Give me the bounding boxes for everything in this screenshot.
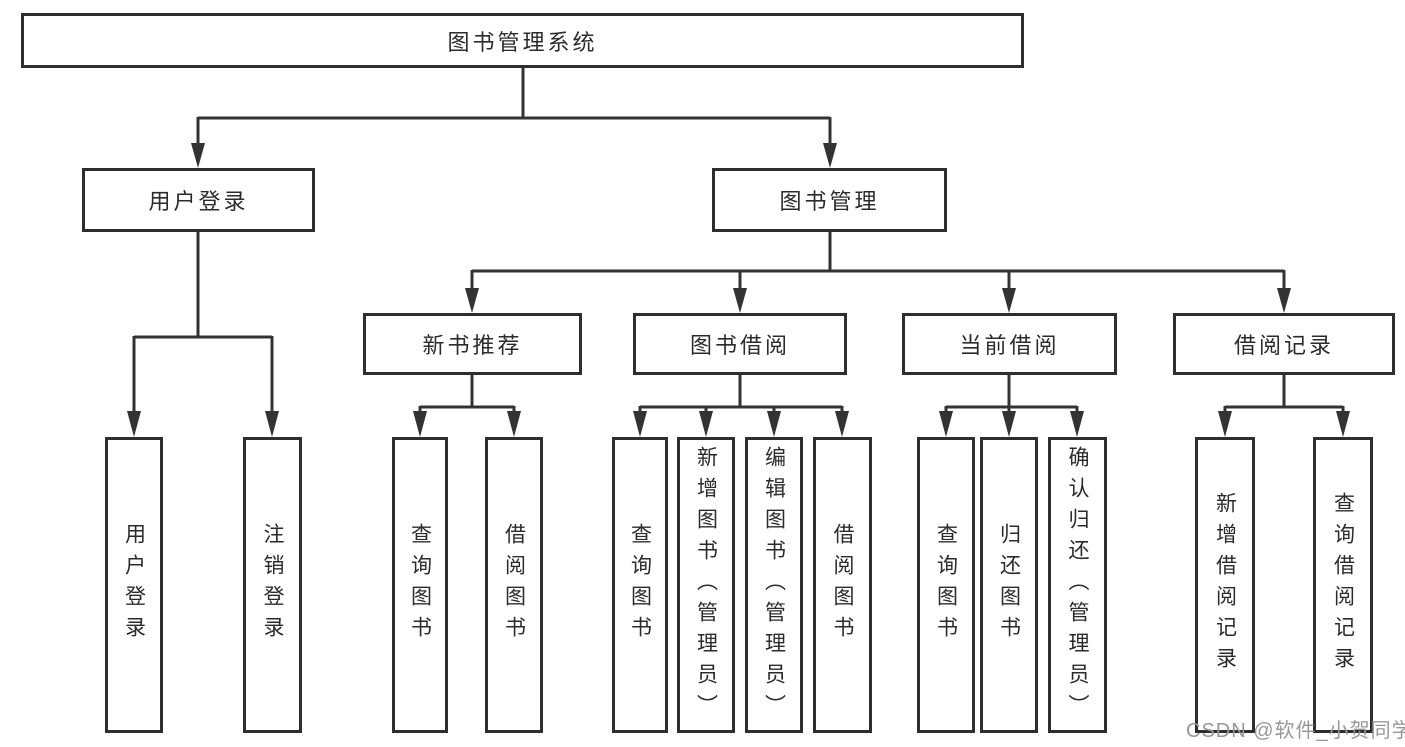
leaf-logout-label: 注销登录 — [261, 523, 284, 647]
leaf-edit-books-admin: 编辑图书（管理员） — [745, 437, 803, 733]
node-user-login-label: 用户登录 — [148, 189, 249, 214]
watermark-text: CSDN @软件_小贺同学 — [1186, 720, 1405, 742]
leaf-add-borrow-record-label: 新增借阅记录 — [1213, 492, 1237, 678]
node-root-label: 图书管理系统 — [447, 29, 598, 55]
leaf-query-borrow-record-label: 查询借阅记录 — [1331, 492, 1355, 678]
arrowheads — [127, 143, 1350, 437]
leaf-borrow-books: 借阅图书 — [813, 437, 872, 733]
leaf-query-books-recommend-label: 查询图书 — [408, 523, 432, 647]
leaf-add-books-admin: 新增图书（管理员） — [677, 437, 735, 733]
leaf-query-books-borrowing: 查询图书 — [612, 437, 668, 733]
leaf-query-books-borrowing-label: 查询图书 — [628, 523, 652, 647]
leaf-return-books: 归还图书 — [980, 437, 1038, 733]
leaf-query-books-current: 查询图书 — [917, 437, 975, 733]
leaf-borrow-books-recommend-label: 借阅图书 — [502, 523, 526, 647]
leaf-user-login-label: 用户登录 — [122, 523, 146, 647]
node-root: 图书管理系统 — [21, 13, 1024, 68]
node-user-login: 用户登录 — [82, 168, 315, 232]
leaf-logout: 注销登录 — [243, 437, 302, 733]
leaf-confirm-return-admin: 确认归还（管理员） — [1048, 437, 1107, 733]
leaf-edit-books-admin-label: 编辑图书（管理员） — [762, 445, 786, 725]
leaf-add-books-admin-label: 新增图书（管理员） — [694, 445, 718, 725]
node-borrowing-records: 借阅记录 — [1173, 313, 1395, 375]
leaf-query-borrow-record: 查询借阅记录 — [1313, 437, 1373, 733]
node-new-book-recommend-label: 新书推荐 — [422, 333, 523, 358]
node-current-borrowing-label: 当前借阅 — [959, 333, 1060, 358]
node-current-borrowing: 当前借阅 — [902, 313, 1117, 375]
node-borrowing-records-label: 借阅记录 — [1233, 333, 1334, 358]
leaf-query-books-recommend: 查询图书 — [392, 437, 448, 733]
node-book-borrowing: 图书借阅 — [633, 313, 847, 375]
node-book-borrowing-label: 图书借阅 — [689, 333, 790, 358]
leaf-confirm-return-admin-label: 确认归还（管理员） — [1066, 445, 1089, 725]
leaf-borrow-books-label: 借阅图书 — [831, 523, 854, 647]
node-book-management: 图书管理 — [712, 168, 947, 232]
leaf-return-books-label: 归还图书 — [997, 523, 1021, 647]
node-new-book-recommend: 新书推荐 — [363, 313, 582, 375]
leaf-borrow-books-recommend: 借阅图书 — [485, 437, 543, 733]
leaf-add-borrow-record: 新增借阅记录 — [1195, 437, 1255, 733]
leaf-query-books-current-label: 查询图书 — [934, 523, 958, 647]
leaf-user-login: 用户登录 — [105, 437, 163, 733]
node-book-management-label: 图书管理 — [779, 189, 880, 214]
